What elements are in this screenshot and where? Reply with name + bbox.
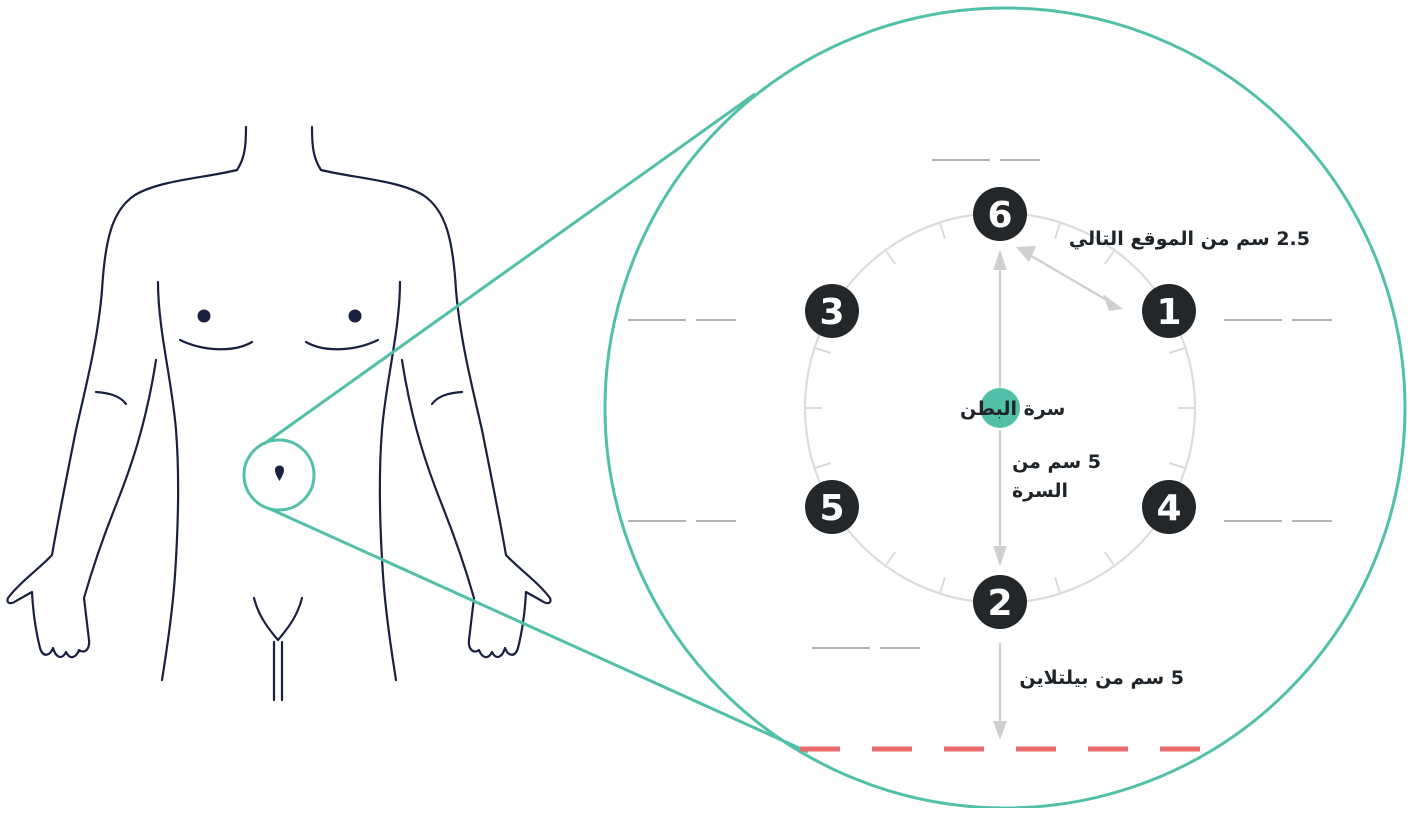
ring-tick: [1169, 463, 1185, 468]
ring-tick: [1169, 348, 1185, 353]
ring-tick: [940, 223, 945, 239]
ring-tick: [1055, 577, 1060, 593]
from-navel-label-line2: السرة: [1012, 480, 1068, 502]
ring-tick: [885, 250, 895, 264]
magnifier: [244, 8, 1405, 808]
ring-tick: [1105, 250, 1115, 264]
site-4: 4: [1142, 480, 1196, 534]
site-4-number: 4: [1156, 488, 1181, 529]
site-1: 1: [1142, 284, 1196, 338]
arrowhead-right: [1103, 294, 1123, 311]
from-beltline-label: 5 سم من بيلتلاين: [1019, 667, 1184, 689]
site-1-number: 1: [1156, 292, 1181, 333]
site-2-number: 2: [987, 583, 1012, 624]
right-nipple-dot: [349, 310, 362, 323]
arrow-6-to-1: [1028, 254, 1110, 302]
navel-mark: [275, 466, 284, 482]
ring-tick: [815, 463, 831, 468]
site-3: 3: [805, 284, 859, 338]
zoom-line-top: [264, 94, 755, 444]
ring-tick: [1055, 223, 1060, 239]
site-2: 2: [973, 575, 1027, 629]
arrowhead-down: [993, 546, 1007, 566]
ring-tick: [1105, 552, 1115, 566]
site-6-number: 6: [987, 195, 1012, 236]
site-5: 5: [805, 480, 859, 534]
body-outline: [7, 127, 550, 700]
site-3-number: 3: [819, 292, 844, 333]
site-6: 6: [973, 187, 1027, 241]
from-navel-label-line1: 5 سم من: [1012, 451, 1101, 473]
ring-tick: [815, 348, 831, 353]
arrowhead-beltline: [993, 721, 1007, 740]
left-nipple-dot: [198, 310, 211, 323]
arrowhead-up: [993, 250, 1007, 270]
arrowhead-left: [1016, 246, 1036, 262]
ring-tick: [940, 577, 945, 593]
zoom-line-bottom: [268, 508, 808, 752]
navel-label: سرة البطن: [960, 398, 1065, 420]
site-5-number: 5: [819, 488, 844, 529]
ring-tick: [885, 552, 895, 566]
next-site-distance-label: 2.5 سم من الموقع التالي: [1069, 228, 1310, 250]
